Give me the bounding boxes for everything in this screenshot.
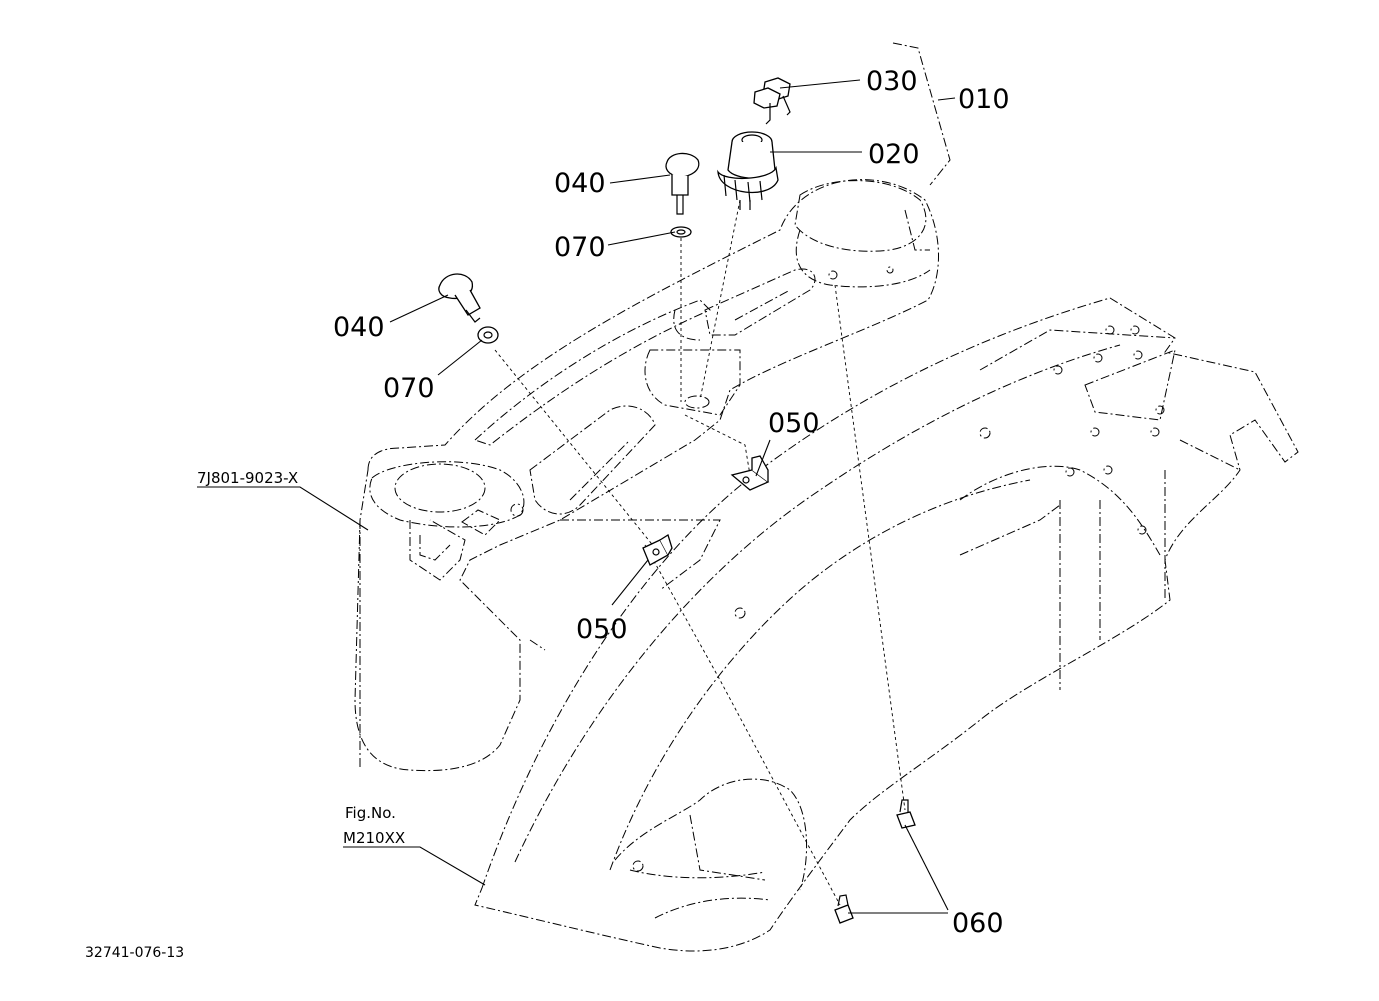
- washer-070-upper: [670, 226, 692, 238]
- screw-060-left: [834, 894, 854, 924]
- callout-070-lower: 070: [383, 373, 435, 404]
- screw-060-right: [896, 799, 916, 829]
- reference-part-number: 7J801-9023-X: [197, 469, 298, 487]
- callout-030: 030: [866, 66, 918, 97]
- ignition-switch-020: [717, 131, 779, 210]
- console-cover: [354, 179, 939, 772]
- knob-040-lower: [438, 273, 481, 323]
- assembly-bracket-010: [892, 42, 951, 186]
- callout-020: 020: [868, 139, 920, 170]
- clip-050-right: [730, 455, 770, 491]
- callout-060: 060: [952, 908, 1004, 939]
- figure-number: M210XX: [343, 829, 405, 847]
- callout-040-upper: 040: [554, 168, 606, 199]
- leader-lines: [197, 79, 956, 914]
- clip-050-left: [642, 534, 673, 566]
- callout-010: 010: [958, 84, 1010, 115]
- key-set-030: [753, 77, 791, 125]
- figure-label: Fig.No.: [345, 804, 396, 822]
- callout-050-left: 050: [576, 614, 628, 645]
- knob-040-upper: [665, 152, 700, 215]
- drawing-number: 32741-076-13: [85, 945, 184, 961]
- callout-070-upper: 070: [554, 232, 606, 263]
- machine-frame: [474, 297, 1299, 952]
- assembly-lines: [494, 199, 906, 906]
- washer-070-lower: [477, 326, 499, 344]
- callout-040-lower: 040: [333, 312, 385, 343]
- callout-050-right: 050: [768, 408, 820, 439]
